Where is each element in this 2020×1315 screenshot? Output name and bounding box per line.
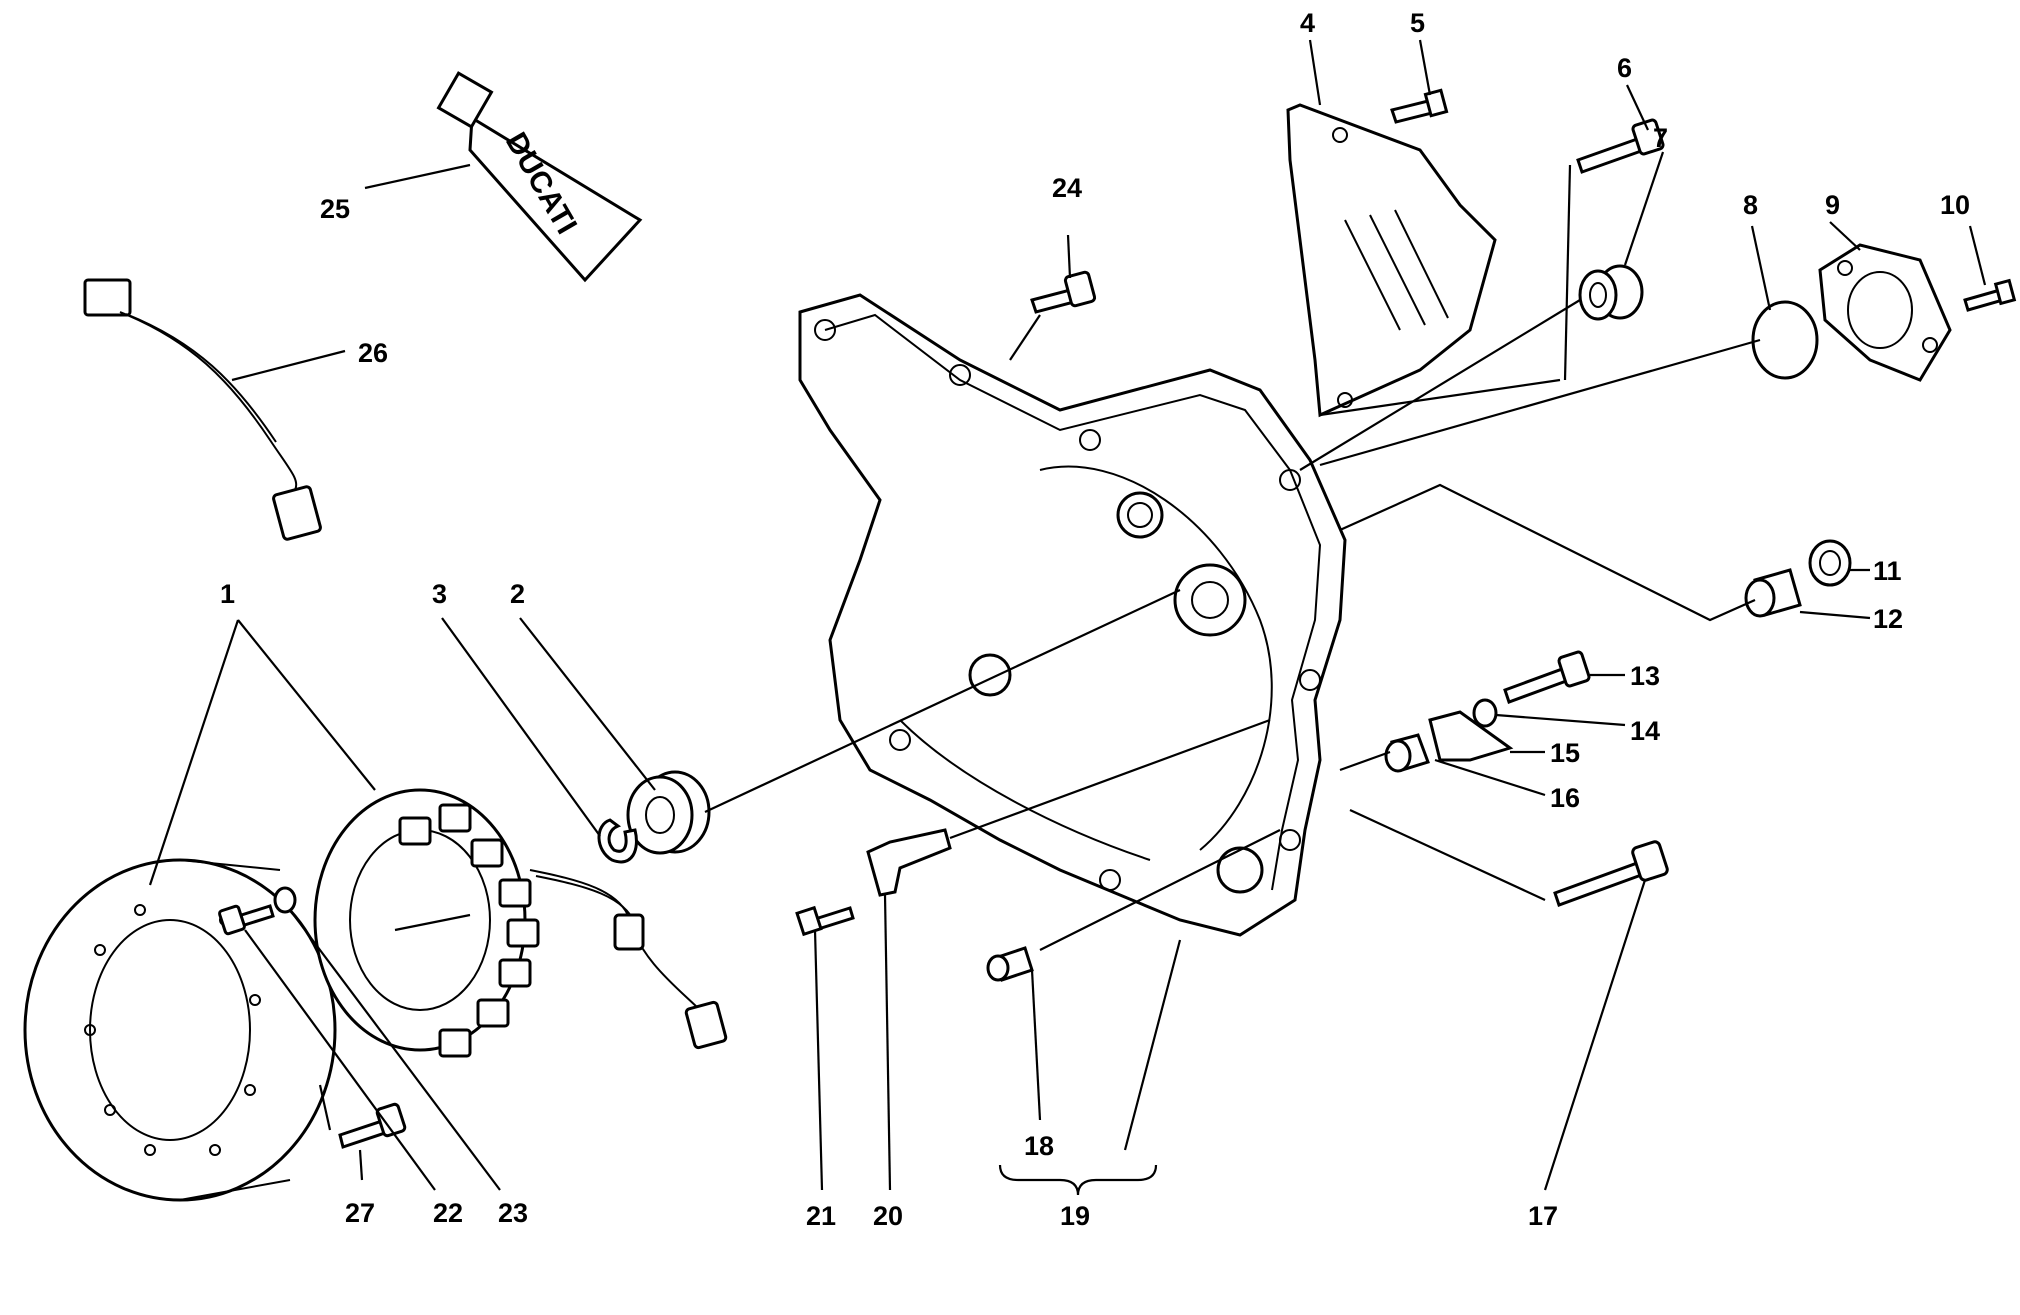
callout-3: 3 — [432, 579, 447, 609]
callout-25: 25 — [320, 194, 350, 224]
callout-10: 10 — [1940, 190, 1970, 220]
screw-5-part — [1390, 88, 1449, 124]
circlip-3-part — [597, 818, 638, 864]
callout-18: 18 — [1024, 1131, 1054, 1161]
washer-23-part — [273, 886, 297, 914]
callout-22: 22 — [433, 1198, 463, 1228]
wire-connector-part — [83, 278, 322, 541]
callout-26: 26 — [358, 338, 388, 368]
bolt-13-part — [1503, 650, 1591, 704]
seal-11-part — [1808, 539, 1852, 587]
washer-14-part — [1472, 698, 1498, 728]
grease-tube-part: DUCATI — [436, 71, 643, 283]
stator-part — [313, 788, 728, 1058]
callout-11: 11 — [1873, 556, 1902, 586]
flange-9-part — [1818, 243, 1952, 382]
callout-12: 12 — [1873, 604, 1903, 634]
callout-labels: 1 2 3 4 5 6 7 8 9 10 11 12 13 14 15 16 1… — [220, 8, 1970, 1231]
callout-5: 5 — [1410, 8, 1425, 38]
screw-21-part — [795, 905, 855, 937]
callout-7: 7 — [1653, 123, 1668, 153]
bushing-12-part — [1744, 568, 1802, 618]
callout-4: 4 — [1300, 8, 1315, 38]
callout-21: 21 — [806, 1201, 836, 1231]
callout-16: 16 — [1550, 783, 1580, 813]
callout-1: 1 — [220, 579, 235, 609]
callout-2: 2 — [510, 579, 525, 609]
guard-plate-part — [1286, 103, 1497, 418]
callout-15: 15 — [1550, 738, 1580, 768]
bolt-17-part — [1553, 840, 1669, 907]
bolt-24-part — [1030, 270, 1097, 314]
bolt-22-part — [218, 904, 275, 936]
dowel-18-part — [986, 946, 1034, 982]
spacer-16-part — [1384, 733, 1430, 773]
bushing-7-part — [1578, 264, 1644, 321]
callout-17: 17 — [1528, 1201, 1558, 1231]
screw-27-part — [338, 1102, 407, 1149]
callout-13: 13 — [1630, 661, 1660, 691]
clamp-15-part — [1428, 710, 1514, 762]
callout-8: 8 — [1743, 190, 1758, 220]
bearing-2-part — [626, 770, 711, 855]
bolt-6-part — [1576, 118, 1665, 174]
callout-20: 20 — [873, 1201, 903, 1231]
rotor-1-part — [23, 858, 337, 1202]
callout-9: 9 — [1825, 190, 1840, 220]
bracket-20-part — [866, 828, 952, 897]
callout-24: 24 — [1052, 173, 1082, 203]
callout-23: 23 — [498, 1198, 528, 1228]
callout-6: 6 — [1617, 53, 1632, 83]
engine-cover-part — [798, 293, 1347, 937]
leader-lines — [148, 39, 1987, 1196]
callout-19: 19 — [1060, 1201, 1090, 1231]
screw-10-part — [1963, 278, 2017, 312]
callout-14: 14 — [1630, 716, 1660, 746]
callout-27: 27 — [345, 1198, 375, 1228]
o-ring-8-part — [1751, 300, 1819, 380]
alignment-lines — [318, 164, 1761, 1131]
